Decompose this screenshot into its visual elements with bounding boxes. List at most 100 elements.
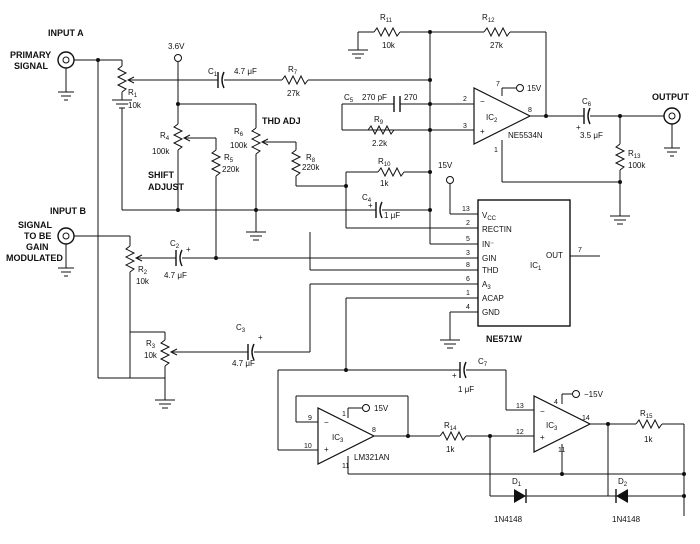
primary-signal-label-2: SIGNAL: [14, 61, 49, 71]
ic1-label: IC1: [530, 261, 542, 272]
r1-pot: [112, 60, 135, 109]
ic2-part: NE5534N: [508, 131, 543, 140]
input-b-label: INPUT B: [50, 206, 87, 216]
ic3b-pin-13: 13: [516, 403, 524, 410]
r12-resistor: [483, 26, 511, 38]
vneg15-ic3b-label: −15V: [584, 390, 604, 399]
ic1-pin-2-label: RECTIN: [482, 225, 512, 234]
c3-capacitor: [247, 343, 310, 361]
v15-top-label: 15V: [527, 84, 542, 93]
primary-signal-label: PRIMARY: [10, 50, 51, 60]
ic3a-pin-11: 11: [342, 463, 349, 470]
r5-value: 220k: [222, 165, 240, 174]
r14-label: R14: [444, 421, 457, 432]
r13-resistor: [614, 143, 626, 171]
ic1-pin-2-num: 2: [466, 220, 470, 227]
ic3b-pin-4: 4: [554, 399, 558, 406]
c7-capacitor: [459, 361, 506, 379]
r4-label: R4: [160, 131, 170, 142]
input-b-jack: [57, 227, 75, 277]
r1-label: R1: [128, 88, 138, 99]
r7-value: 27k: [287, 89, 301, 98]
v36-terminal: [174, 54, 182, 104]
thd-adj-label: THD ADJ: [262, 116, 301, 126]
r7-label: R7: [288, 65, 298, 76]
d2-label: D2: [618, 477, 628, 488]
ic1-pin-3-label: GIN: [482, 254, 496, 263]
ic1-pin-7-label: OUT: [546, 251, 563, 260]
c5-label: C5: [344, 93, 354, 104]
c4-value: 1 μF: [384, 211, 400, 220]
r7-resistor: [281, 74, 309, 86]
ic3b-pin-14: 14: [582, 415, 590, 422]
ic1-pin-8-num: 8: [466, 262, 470, 269]
r12-label: R12: [482, 13, 495, 24]
r15-value: 1k: [644, 435, 653, 444]
r10-label: R10: [378, 157, 391, 168]
r9-value: 2.2k: [372, 139, 388, 148]
c1-capacitor: [217, 71, 282, 89]
ic1-pin-1-num: 1: [466, 290, 470, 297]
r4-value: 100k: [152, 147, 170, 156]
ic1-pin-5-num: 5: [466, 236, 470, 243]
svg-text:−: −: [324, 418, 329, 427]
ic3a-opamp: − +: [317, 407, 376, 465]
r11-label: R11: [380, 13, 393, 24]
shift-adjust-label-2: ADJUST: [148, 182, 185, 192]
c1-value: 4.7 μF: [234, 67, 257, 76]
c6-plus: +: [576, 123, 581, 132]
c3-value: 4.7 μF: [232, 359, 255, 368]
c5-capacitor: [393, 96, 401, 112]
ic2-pin-7: 7: [496, 81, 500, 88]
r3-label: R3: [146, 339, 156, 350]
input-a-label: INPUT A: [48, 28, 84, 38]
r10-value: 1k: [380, 179, 389, 188]
signal-b-label-4: MODULATED: [6, 253, 63, 263]
ic3a-pin-10: 10: [304, 443, 312, 450]
c1-label: C1: [208, 67, 218, 78]
r11-resistor: [373, 26, 401, 38]
r10-resistor: [377, 166, 405, 178]
ic1-pin-13-label: VCC: [482, 211, 497, 222]
ic1-pin-4-num: 4: [466, 304, 470, 311]
c2-plus: +: [186, 245, 191, 254]
r6-value: 100k: [230, 141, 248, 150]
signal-b-label-2: TO BE: [24, 231, 51, 241]
r3-value: 10k: [144, 351, 158, 360]
c6-value: 3.5 μF: [580, 131, 603, 140]
c4-capacitor: [375, 201, 430, 219]
ic3a-pin-9: 9: [308, 415, 312, 422]
r14-value: 1k: [446, 445, 455, 454]
v15-ic3a-label: 15V: [374, 404, 389, 413]
r11-value: 10k: [382, 41, 396, 50]
ic1-pin-8-label: THD: [482, 266, 499, 275]
ic3b-pin-12: 12: [516, 429, 524, 436]
ic2-pin-1: 1: [494, 147, 498, 154]
svg-text:−: −: [540, 407, 545, 416]
v36-label: 3.6V: [168, 42, 185, 51]
r4-pot: [172, 104, 216, 210]
ic1-pin-5-label: IN⁻: [482, 240, 494, 249]
r3-pot: [155, 332, 248, 409]
ic2-pin-2: 2: [463, 96, 467, 103]
c2-label: C2: [170, 239, 180, 250]
input-a-jack: [57, 51, 75, 101]
ic1-pin-13-num: 13: [462, 206, 470, 213]
ic1-pin-1-label: ACAP: [482, 294, 504, 303]
r8-resistor: [290, 149, 302, 177]
output-jack: [663, 107, 681, 157]
ic1-pin-6-label: A3: [482, 280, 491, 291]
r15-label: R15: [640, 409, 653, 420]
svg-text:+: +: [540, 433, 545, 442]
r9-resistor: [367, 124, 395, 136]
ic1-pin-3-num: 3: [466, 250, 470, 257]
ic1-pin-4-label: GND: [482, 308, 500, 317]
r8-value: 220k: [302, 163, 320, 172]
r5-resistor: [210, 149, 222, 177]
r1-value: 10k: [128, 101, 142, 110]
r2-pot: [124, 236, 176, 378]
r12-value: 27k: [490, 41, 504, 50]
c5-value: 270 pF: [362, 93, 387, 102]
ic1-pins: 13 VCC 2 RECTIN 5 IN⁻ 3 GIN 8 THD 6 A3 1…: [462, 206, 582, 317]
c7-label: C7: [478, 357, 488, 368]
